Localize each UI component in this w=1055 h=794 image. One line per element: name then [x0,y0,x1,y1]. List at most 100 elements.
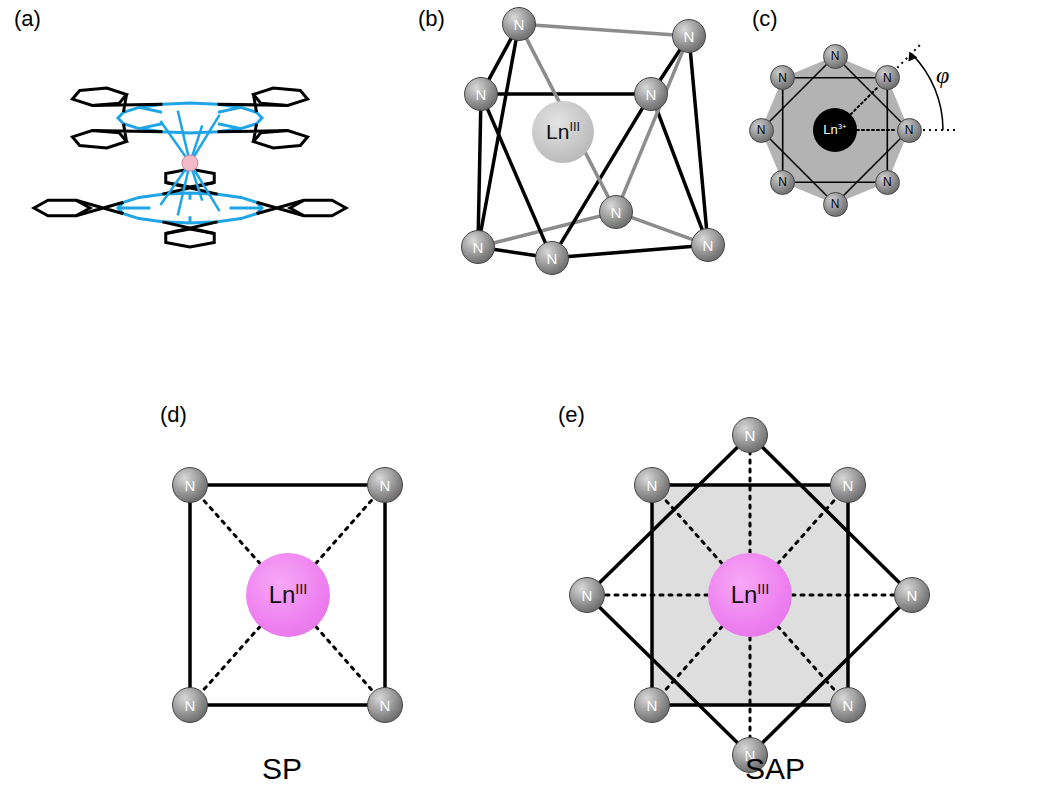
macrocycle [118,103,262,133]
coordination-bond [316,627,373,692]
atom-label: N [778,175,787,189]
element-symbol: N [684,28,695,45]
element-symbol: N [611,204,622,221]
polyhedron-edge [691,53,707,228]
panel-label: (b) [418,6,445,32]
element-symbol: N [745,427,756,444]
nitrogen-atom: N [634,687,670,723]
charge-superscript: III [757,581,769,597]
nitrogen-atom: N [461,230,495,264]
atom-label: N [185,477,196,494]
n-bond [230,207,262,210]
polyhedron-edge [770,139,826,195]
charge-superscript: III [295,581,307,597]
polyhedron-edge [208,483,367,487]
element-symbol: N [473,239,484,256]
element-symbol: N [778,175,787,189]
geometry-label: SP [262,752,302,786]
element-symbol: N [905,123,914,137]
angle-guide [923,129,957,131]
atom-label: N [547,250,558,267]
polyhedron-edge [770,65,826,121]
geometry-label: SAP [745,752,805,786]
atom-label: N [745,427,756,444]
nitrogen-atom: N [599,195,633,229]
element-symbol: N [907,587,918,604]
atom-label: LnIII [731,581,770,609]
benzo-ring [253,131,307,148]
nitrogen-atom: N [367,687,403,723]
polyhedron-edge [188,503,192,687]
element-symbol: N [647,477,658,494]
nitrogen-atom: N [830,687,866,723]
pyrrole-bond [76,200,123,216]
nitrogen-atom: N [770,170,795,195]
atom-label: N [514,16,525,33]
polyhedron-edge [536,25,672,35]
benzo-ring [72,131,126,148]
atom-label: N [476,86,487,103]
polyhedron-edge [632,218,692,240]
coordination-bond [202,626,260,691]
lanthanide-ion: Ln3+ [813,108,857,152]
polyhedron-edge [763,448,899,583]
polyhedron-edge [489,39,511,79]
charge-superscript: 3+ [838,122,847,131]
coordination-bond [778,626,836,691]
element-symbol: N [476,86,487,103]
element-symbol: N [514,16,525,33]
coordination-bond [851,87,879,115]
coordination-bond [664,626,722,691]
coordination-bond [749,637,752,737]
element-symbol: N [646,86,657,103]
atom-label: N [703,237,714,254]
panel-label: (a) [14,6,41,32]
atom-label: N [757,123,766,137]
nitrogen-atom: N [749,118,774,143]
n-bond [218,107,241,112]
polyhedron-edge [208,703,367,707]
coordination-bond [664,498,722,563]
atom-label: N [647,697,658,714]
polyhedron-edge [383,503,387,687]
element-symbol: N [831,49,840,63]
pyrrole-bond [162,222,217,234]
nitrogen-atom: N [830,467,866,503]
lanthanide-ion: LnIII [246,553,330,637]
nitrogen-atom: N [875,65,900,90]
element-symbol: N [380,697,391,714]
element-symbol: N [185,477,196,494]
element-symbol: N [582,587,593,604]
element-symbol: N [547,250,558,267]
n-bond [139,107,162,112]
atom-label: LnIII [269,581,308,609]
panel-label: (e) [558,402,585,428]
angle-label: φ [936,62,949,89]
element-symbol: N [883,71,892,85]
nitrogen-atom: N [535,241,569,275]
element-symbol: N [843,477,854,494]
atom-label: N [907,587,918,604]
nitrogen-atom: N [894,577,930,613]
nitrogen-atom: N [897,118,922,143]
atom-label: N [831,197,840,211]
coordination-bond [857,129,897,131]
element-symbol: Ln [546,120,569,143]
polyhedron-edge [600,448,737,583]
pyrrole-bond [218,124,288,142]
arrow-head [908,52,917,62]
polyhedron-edge [495,250,535,256]
coordination-bond [605,594,708,597]
element-symbol: Ln [731,581,758,608]
polyhedron-edge [795,182,875,184]
nitrogen-atom: N [875,170,900,195]
atom-label: N [380,477,391,494]
n-bond [189,193,192,200]
atom-label: N [646,86,657,103]
panel-label: (c) [752,6,778,32]
polyhedron-edge [657,110,702,229]
polyhedron-edge [600,608,737,743]
coordination-bond [202,498,260,563]
pyrrole-bond [218,94,288,112]
